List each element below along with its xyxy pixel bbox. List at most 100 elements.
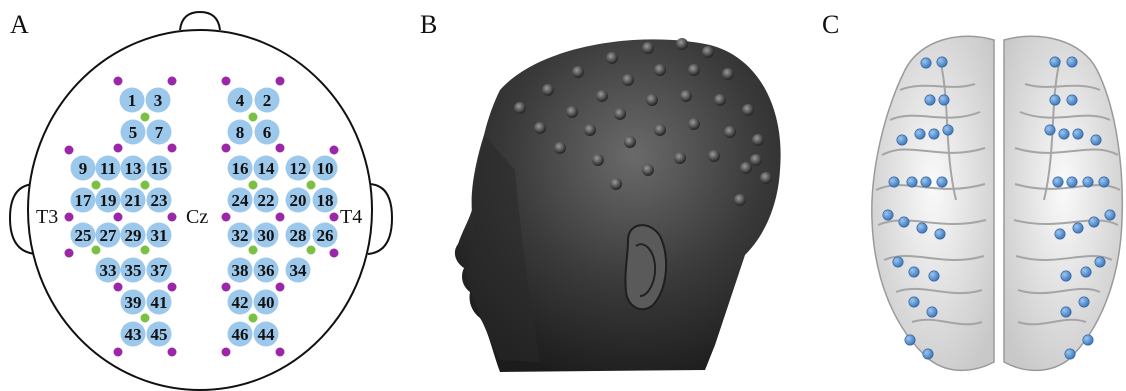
panel-b-letter: B <box>420 10 437 39</box>
sensor-bump <box>592 154 604 166</box>
reference-dot-green <box>249 314 258 323</box>
sensor-bump <box>596 90 608 102</box>
electrode-label-23: 23 <box>151 191 168 210</box>
electrode-label-9: 9 <box>79 159 88 178</box>
brain-sensor <box>1053 177 1063 187</box>
brain-sensor <box>917 223 927 233</box>
brain-sensor <box>1091 135 1101 145</box>
electrode-label-37: 37 <box>151 261 169 280</box>
brain-sensor <box>897 135 907 145</box>
reference-dot-purple <box>114 283 123 292</box>
sensor-bump <box>534 122 546 134</box>
electrode-label-17: 17 <box>75 191 93 210</box>
reference-dot-green <box>307 181 316 190</box>
brain-sensor <box>1061 271 1071 281</box>
electrode-label-27: 27 <box>100 226 118 245</box>
reference-dot-purple <box>222 348 231 357</box>
electrode-label-8: 8 <box>236 123 245 142</box>
reference-dot-purple <box>168 348 177 357</box>
brain-sensor <box>1083 335 1093 345</box>
reference-dot-green <box>249 246 258 255</box>
sensor-bump <box>642 164 654 176</box>
sensor-bump <box>742 104 754 116</box>
brain-sensor <box>937 177 947 187</box>
brain-sensor <box>927 307 937 317</box>
sensor-bump <box>646 94 658 106</box>
panel-a-letter: A <box>10 10 29 39</box>
electrode-label-39: 39 <box>125 293 142 312</box>
electrode-label-12: 12 <box>290 159 307 178</box>
electrode-label-6: 6 <box>263 123 272 142</box>
electrode-label-13: 13 <box>125 159 142 178</box>
brain-sensor <box>929 271 939 281</box>
sensor-bump <box>622 74 634 86</box>
sensor-bump <box>708 150 720 162</box>
sensor-bump <box>654 64 666 76</box>
reference-dot-purple <box>114 213 123 222</box>
reference-dot-purple <box>330 213 339 222</box>
sensor-bump <box>688 118 700 130</box>
sensor-bump <box>680 90 692 102</box>
reference-dot-purple <box>168 144 177 153</box>
brain-sensor <box>943 125 953 135</box>
electrode-label-26: 26 <box>317 226 334 245</box>
sensor-bump <box>554 142 566 154</box>
brain-sensor <box>899 217 909 227</box>
reference-dot-purple <box>222 283 231 292</box>
electrode-label-35: 35 <box>125 261 142 280</box>
landmark-cz: Cz <box>186 206 208 228</box>
brain-sensor <box>1059 129 1069 139</box>
sensor-bump <box>610 178 622 190</box>
electrode-label-32: 32 <box>232 226 249 245</box>
reference-dot-purple <box>276 144 285 153</box>
brain-sensor <box>915 129 925 139</box>
reference-dot-purple <box>276 77 285 86</box>
brain-sensor <box>1067 95 1077 105</box>
landmark-t4: T4 <box>340 206 362 228</box>
panel-c-brain-top: C <box>822 10 1122 370</box>
brain-sensor <box>1045 125 1055 135</box>
sensor-bump <box>676 38 688 50</box>
sensor-bump <box>722 68 734 80</box>
reference-dot-purple <box>168 77 177 86</box>
brain-sensor <box>1067 57 1077 67</box>
brain-sensor <box>925 95 935 105</box>
reference-dot-purple <box>276 213 285 222</box>
sensor-bump <box>724 126 736 138</box>
brain-sensor <box>1050 95 1060 105</box>
electrode-label-38: 38 <box>232 261 249 280</box>
reference-dot-green <box>249 181 258 190</box>
brain-sensor <box>929 129 939 139</box>
reference-dot-purple <box>168 213 177 222</box>
landmark-t3: T3 <box>36 206 58 228</box>
brain-sensor <box>1083 177 1093 187</box>
sensor-bump <box>606 52 618 64</box>
reference-dot-purple <box>222 77 231 86</box>
brain-sensor <box>1050 57 1060 67</box>
electrode-label-25: 25 <box>75 226 92 245</box>
sensor-bump <box>688 64 700 76</box>
sensor-bump <box>702 46 714 58</box>
electrode-label-11: 11 <box>100 159 116 178</box>
panel-b-head-model: B <box>420 10 781 372</box>
reference-dot-purple <box>65 249 74 258</box>
electrode-label-16: 16 <box>232 159 249 178</box>
brain-sensor <box>923 349 933 359</box>
reference-dot-green <box>92 181 101 190</box>
brain-sensor <box>1089 217 1099 227</box>
reference-dot-purple <box>168 283 177 292</box>
brain-sensor <box>921 58 931 68</box>
brain-sensor <box>1079 297 1089 307</box>
electrode-label-46: 46 <box>232 325 249 344</box>
brain-sensor <box>905 335 915 345</box>
sensor-bump <box>674 152 686 164</box>
electrode-label-5: 5 <box>129 123 138 142</box>
electrode-label-44: 44 <box>258 325 276 344</box>
brain-sensor <box>1095 257 1105 267</box>
sensor-bump <box>566 106 578 118</box>
reference-dot-purple <box>114 77 123 86</box>
brain-sensor <box>1061 307 1071 317</box>
electrode-label-31: 31 <box>151 226 168 245</box>
